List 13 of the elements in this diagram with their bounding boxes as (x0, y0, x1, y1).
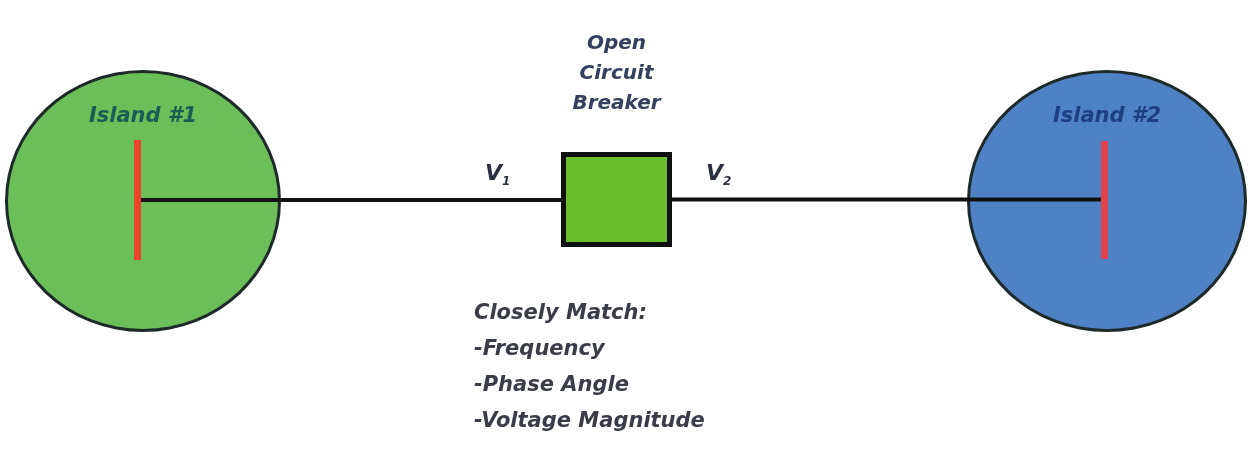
connection-line (141, 198, 561, 202)
bus-bar (134, 140, 141, 260)
note-heading: Closely Match: (474, 300, 647, 324)
bus-bar (1101, 141, 1108, 259)
note-item: -Frequency (474, 336, 605, 360)
island-label: Island #1 (87, 103, 199, 127)
note-item: -Voltage Magnitude (474, 408, 705, 432)
breaker-label: Open Circuit Breaker (571, 29, 663, 116)
note-item: -Phase Angle (474, 372, 629, 396)
island-label: Island #2 (1051, 103, 1163, 127)
voltage-label: V$_{1}$ (485, 160, 511, 189)
voltage-label: V$_{2}$ (706, 160, 732, 189)
connection-line (672, 197, 1101, 202)
